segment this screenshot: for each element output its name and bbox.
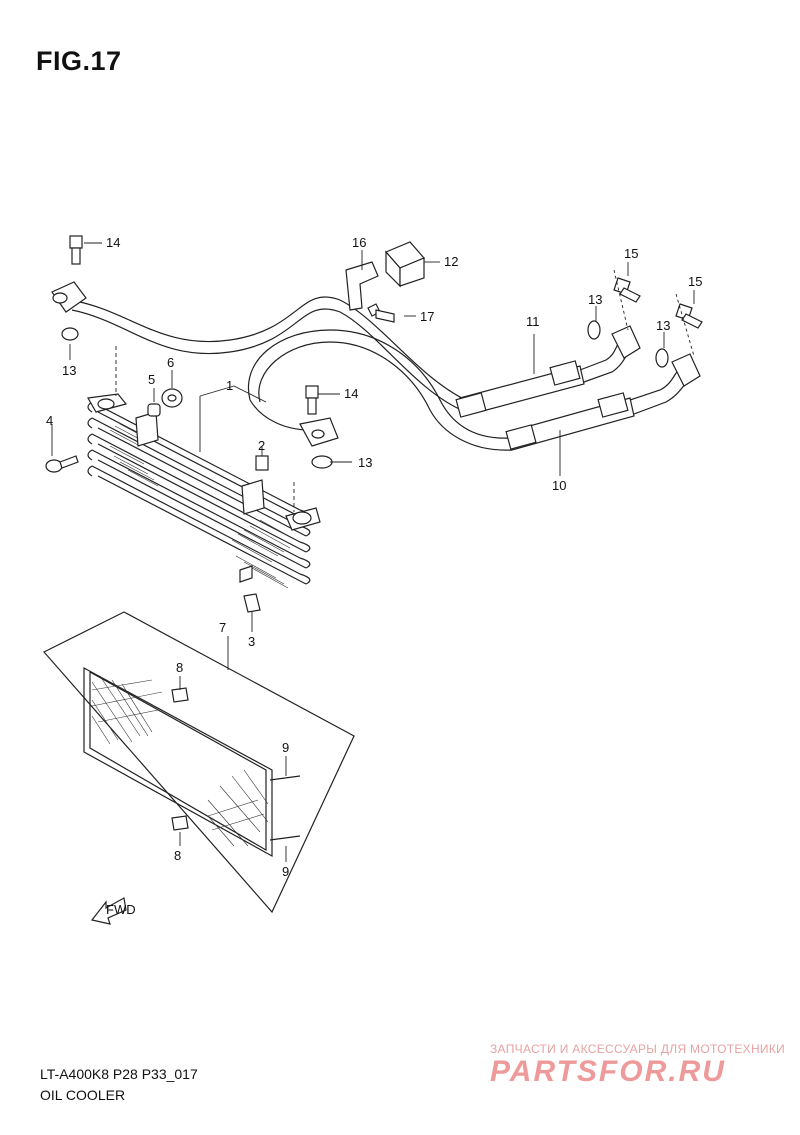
o-ring-icon	[311, 455, 333, 469]
callout-2: 2	[258, 438, 265, 453]
bolt-icon	[45, 455, 79, 473]
clip-nut-icon	[255, 455, 269, 471]
damper-icon	[171, 815, 189, 831]
figure-title: FIG.17	[36, 46, 122, 76]
callout-13a: 13	[62, 363, 76, 378]
callout-5: 5	[148, 372, 155, 387]
callout-labels: 14 14 13 13 13 13 16 12 17 15 15 11 10 1…	[46, 235, 702, 879]
oil-hose-11	[455, 325, 641, 418]
fwd-label: FWD	[106, 902, 136, 917]
callout-14a: 14	[106, 235, 120, 250]
callout-1: 1	[226, 378, 233, 393]
callout-10: 10	[552, 478, 566, 493]
callout-3: 3	[248, 634, 255, 649]
callout-15a: 15	[624, 246, 638, 261]
oil-cooler-core	[87, 393, 321, 589]
oil-pipe-lower	[247, 329, 513, 451]
watermark-logo: PARTSFOR.RU	[490, 1055, 726, 1088]
callout-14b: 14	[344, 386, 358, 401]
callout-11: 11	[526, 314, 540, 329]
callout-6: 6	[167, 355, 174, 370]
oil-hose-10	[505, 353, 701, 451]
o-ring-icon	[655, 348, 669, 368]
o-ring-icon	[61, 327, 79, 341]
callout-15b: 15	[688, 274, 702, 289]
oil-pipe-upper	[51, 281, 471, 413]
bolt-icon	[613, 277, 641, 303]
cushion-icon	[384, 241, 426, 288]
cooler-guard	[43, 611, 355, 914]
callout-12: 12	[444, 254, 458, 269]
fwd-arrow-icon: FWD	[90, 897, 136, 925]
callout-13d: 13	[656, 318, 670, 333]
bracket-icon	[345, 261, 379, 311]
callout-17: 17	[420, 309, 434, 324]
bolt-icon	[305, 385, 319, 415]
o-ring-icon	[587, 320, 601, 340]
callout-9a: 9	[282, 740, 289, 755]
callout-13c: 13	[588, 292, 602, 307]
grommet-icon	[161, 388, 183, 408]
callout-4: 4	[46, 413, 53, 428]
callout-16: 16	[352, 235, 366, 250]
collar-icon	[147, 403, 161, 417]
callout-8a: 8	[176, 660, 183, 675]
callout-13b: 13	[358, 455, 372, 470]
callout-7: 7	[219, 620, 226, 635]
watermark-tagline: ЗАПЧАСТИ И АКСЕССУАРЫ ДЛЯ МОТОТЕХНИКИ	[490, 1042, 786, 1056]
bolt-icon	[69, 235, 83, 265]
damper-icon	[171, 687, 189, 703]
clip-nut-icon	[243, 593, 261, 613]
callout-9b: 9	[282, 864, 289, 879]
callout-8b: 8	[174, 848, 181, 863]
model-code: LT-A400K8 P28 P33_017	[40, 1066, 198, 1082]
section-name: OIL COOLER	[40, 1087, 126, 1103]
leader-lines	[51, 242, 695, 862]
bolt-icon	[367, 303, 395, 323]
